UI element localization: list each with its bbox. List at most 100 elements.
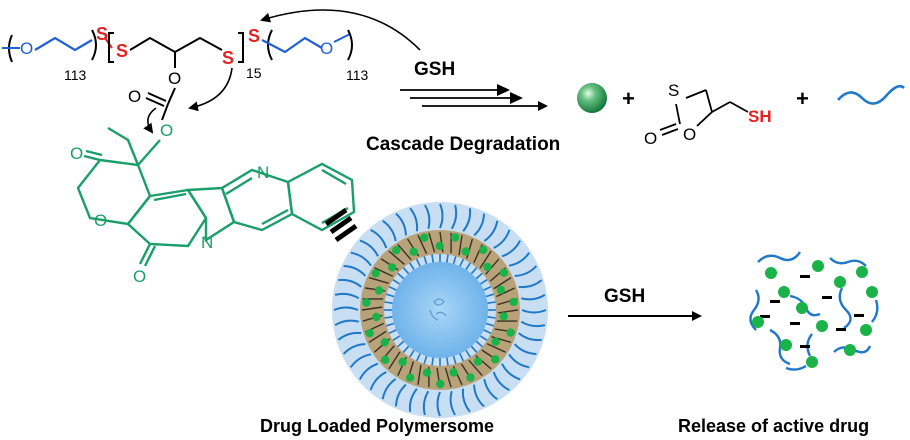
disulfide-s2: S <box>116 41 128 61</box>
thiol-group: SH <box>748 107 772 126</box>
hydrophobic-chain <box>368 276 389 284</box>
corona-strand <box>342 343 366 355</box>
corona-strand <box>369 371 387 391</box>
drug-dot <box>381 355 390 364</box>
hydrophobic-chain <box>417 364 422 385</box>
thiocarbonate-S: S <box>668 81 679 100</box>
released-drug-cluster <box>749 251 879 371</box>
hydrophobic-chain <box>444 367 452 388</box>
thiocarbonate-O-ring: O <box>683 125 696 144</box>
cascade-reaction: GSH Cascade Degradation + S O O SH + <box>366 59 905 155</box>
backbone-chain <box>129 36 223 54</box>
hydrophobic-chain <box>496 287 516 298</box>
drug-dot <box>483 262 492 272</box>
inner-corona-strand <box>409 349 415 358</box>
peg-right-chain <box>261 36 323 54</box>
hydrophobic-chain <box>368 330 387 343</box>
camptothecin-structure <box>76 126 356 267</box>
plus-sign-2: + <box>796 86 809 111</box>
polymersome <box>332 202 548 418</box>
hydrophobic-chain <box>479 250 492 269</box>
corona-strand <box>359 362 379 380</box>
inner-corona-strand <box>415 353 421 362</box>
reagent-gsh-top: GSH <box>414 59 455 80</box>
inner-corona-strand <box>487 301 496 304</box>
drug-dot <box>372 312 381 322</box>
hydrophobic-chain <box>388 250 405 265</box>
polymersome-caption: Drug Loaded Polymersome <box>260 416 494 436</box>
corona-strand <box>473 213 485 237</box>
peg-right-bond <box>333 33 351 43</box>
hydrophobic-chain <box>493 277 512 290</box>
inner-corona-strand <box>475 272 483 280</box>
attack-arrow-top <box>260 9 421 51</box>
inner-corona-strand <box>470 345 478 353</box>
inner-corona-strand <box>386 322 395 327</box>
corona-strand <box>436 391 441 417</box>
corona-strand <box>409 207 419 232</box>
corona-strand <box>462 208 472 232</box>
drug-dot <box>450 233 460 242</box>
drug-dot <box>466 373 475 382</box>
corona-strand <box>370 229 388 249</box>
disulfide-repeat: 15 <box>246 65 262 81</box>
inner-corona-strand <box>392 335 401 341</box>
inner-corona-strand <box>386 293 395 298</box>
corona-strand <box>359 239 379 257</box>
inner-corona-strand <box>409 262 415 271</box>
inner-corona-strand <box>459 353 465 362</box>
corona-strand <box>382 219 397 242</box>
attack-arrow-low <box>143 107 157 134</box>
corona-strand <box>439 203 444 229</box>
hydrophobic-chain <box>486 343 506 353</box>
drug-dot <box>479 245 488 255</box>
hydrophobic-chain <box>397 243 412 261</box>
inner-corona-strand <box>459 258 465 267</box>
corona-strand <box>501 363 521 381</box>
hydrophobic-chain <box>466 238 474 259</box>
peg-left-chain <box>34 36 93 52</box>
carbonate-oxygen-link: O <box>160 121 173 140</box>
inner-corona-strand <box>465 349 471 358</box>
polymersome-core <box>392 262 488 358</box>
inner-corona-strand <box>388 285 397 291</box>
inner-corona-strand <box>384 316 393 319</box>
drug-dot <box>509 297 518 307</box>
disulfide-s4: S <box>248 26 260 46</box>
drug-dot <box>409 247 418 256</box>
drug-dot <box>362 298 371 307</box>
corona-strand <box>521 309 547 314</box>
corona-strand <box>337 331 362 341</box>
corona-strand <box>349 353 372 368</box>
inner-corona-strand <box>475 340 483 348</box>
disulfide-s3: S <box>222 48 234 68</box>
carbonate-linker: O O <box>128 87 176 140</box>
inner-corona-strand <box>431 357 434 366</box>
peg-right-bracket-open <box>267 29 273 61</box>
drug-dot <box>388 263 397 272</box>
drug-nitrogen-ring: N <box>201 233 213 252</box>
inner-corona-strand <box>483 285 492 291</box>
inner-corona-strand <box>397 340 405 348</box>
inner-corona-strand <box>487 316 496 319</box>
corona-strand <box>449 390 456 416</box>
polymer-structure: O 113 S S O S 15 S O 113 <box>2 9 421 134</box>
thiocarbonate-O-dbl: O <box>644 129 657 148</box>
drug-dot <box>491 355 500 364</box>
drug-dot <box>496 285 505 295</box>
drug-dot <box>380 338 389 347</box>
core-swirl-icon <box>429 298 447 321</box>
drug-dot <box>392 246 401 255</box>
inner-corona-strand <box>452 355 457 364</box>
inner-corona-strand <box>402 267 410 275</box>
peg-left-oxygen: O <box>20 39 33 58</box>
hydrophobic-chain <box>417 234 428 254</box>
equivalence-mark <box>324 207 358 243</box>
corona-strand <box>333 306 359 311</box>
inner-corona-strand <box>392 279 401 285</box>
reagent-gsh-bottom: GSH <box>604 286 645 307</box>
drug-dot <box>461 247 470 256</box>
corona-strand <box>424 204 431 230</box>
hydrophobic-chain <box>361 306 383 311</box>
